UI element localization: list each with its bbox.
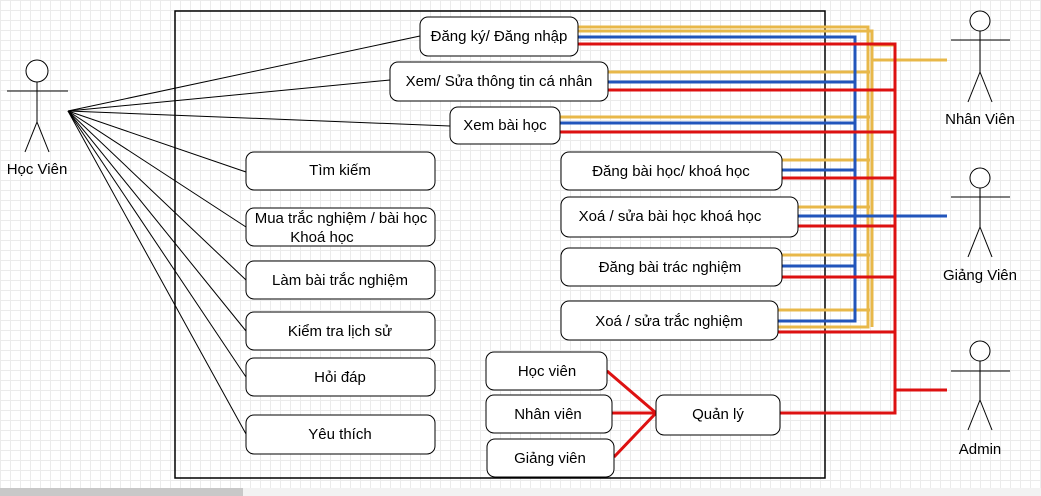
use-case-label: Đăng ký/ Đăng nhập xyxy=(431,28,568,45)
use-case-label: Khoá học xyxy=(290,229,354,246)
use-case-label: Xem/ Sửa thông tin cá nhân xyxy=(406,73,593,90)
use-case-kiem-tra: Kiểm tra lịch sử xyxy=(245,311,436,351)
use-case-lam-bai: Làm bài trắc nghiệm xyxy=(245,260,436,300)
use-case-yeu-thich: Yêu thích xyxy=(245,414,436,455)
use-case-label: Xoá / sửa bài học khoá học xyxy=(579,208,762,225)
admin-association-lines xyxy=(560,42,947,459)
use-case-label: Học viên xyxy=(518,363,576,380)
use-case-tim-kiem: Tìm kiếm xyxy=(245,151,436,191)
use-case-label: Làm bài trắc nghiệm xyxy=(272,272,408,289)
student-associations xyxy=(67,35,451,435)
staff-association-lines xyxy=(560,25,947,329)
use-case-label: Yêu thích xyxy=(308,426,371,443)
use-case-label: Giảng viên xyxy=(514,450,586,467)
use-case-xem-sua-thong-tin: Xem/ Sửa thông tin cá nhân xyxy=(389,61,609,102)
use-case-label: Mua trắc nghiệm / bài học xyxy=(255,210,428,227)
use-case-label: Đăng bài trác nghiệm xyxy=(599,259,742,276)
use-case-xoa-sua-trac-nghiem: Xoá / sửa trắc nghiệm xyxy=(560,300,779,341)
teacher-association-lines xyxy=(560,35,947,323)
use-case-quan-ly: Quản lý xyxy=(655,394,781,436)
actor-label: Admin xyxy=(959,441,1002,458)
actor-admin xyxy=(951,340,1010,431)
use-case-label: Hỏi đáp xyxy=(314,369,366,386)
actor-hoc-vien xyxy=(7,59,68,153)
use-case-label: Quản lý xyxy=(692,406,744,423)
use-case-hoi-dap: Hỏi đáp xyxy=(245,357,436,397)
actor-giang-vien xyxy=(951,167,1010,258)
use-case-xem-bai-hoc: Xem bài học xyxy=(449,106,561,145)
use-case-dang-trac-nghiem: Đăng bài trác nghiệm xyxy=(560,247,783,287)
scrollbar-thumb[interactable] xyxy=(0,488,243,496)
use-case-label: Xem bài học xyxy=(463,117,547,134)
use-case-ql-giang-vien: Giảng viên xyxy=(486,438,615,478)
actor-nhan-vien xyxy=(951,10,1010,103)
use-case-dang-ky: Đăng ký/ Đăng nhập xyxy=(419,16,579,57)
use-case-dang-bai: Đăng bài học/ khoá học xyxy=(560,151,783,191)
actor-label: Giảng Viên xyxy=(943,267,1017,284)
use-case-mua: Mua trắc nghiệm / bài học Khoá học xyxy=(245,207,436,247)
use-case-label: Đăng bài học/ khoá học xyxy=(592,163,750,180)
use-case-label: Nhân viên xyxy=(514,406,582,423)
actor-label: Nhân Viên xyxy=(945,111,1015,128)
actor-label: Học Viên xyxy=(7,161,68,178)
use-case-label: Xoá / sửa trắc nghiệm xyxy=(595,313,743,330)
use-case-label: Kiểm tra lịch sử xyxy=(288,323,392,340)
use-case-label: Tìm kiếm xyxy=(309,162,371,179)
use-case-xoa-sua-bai: Xoá / sửa bài học khoá học xyxy=(560,196,799,238)
horizontal-scrollbar[interactable] xyxy=(0,488,1041,496)
use-case-ql-hoc-vien: Học viên xyxy=(485,351,608,391)
system-boundary xyxy=(174,10,826,479)
use-case-ql-nhan-vien: Nhân viên xyxy=(485,394,613,434)
